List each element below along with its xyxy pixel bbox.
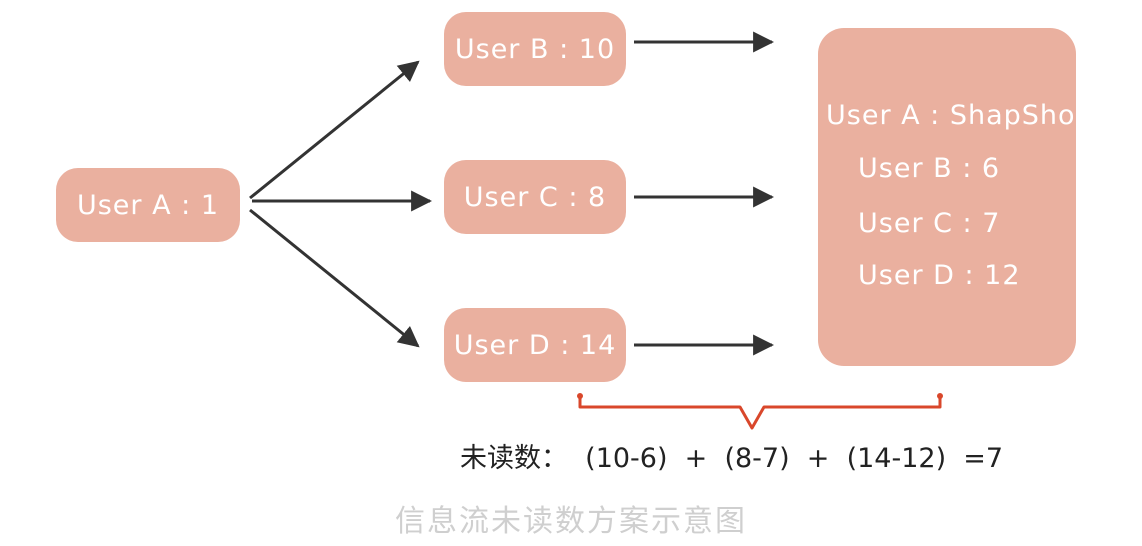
node-user-d: User D : 14 bbox=[444, 308, 626, 382]
node-user-b: User B : 10 bbox=[444, 12, 626, 86]
snapshot-line-user-c: User C : 7 bbox=[858, 208, 1001, 239]
arrow-a-to-b bbox=[249, 60, 420, 200]
unread-count-formula: 未读数： (10-6) + (8-7) + (14-12) =7 bbox=[460, 443, 1004, 474]
snapshot-title: User A : ShapShot bbox=[826, 100, 1088, 131]
snapshot-line-user-d: User D : 12 bbox=[858, 260, 1021, 291]
snapshot-line-user-b: User B : 6 bbox=[858, 153, 1001, 184]
brace-end-right bbox=[937, 393, 943, 399]
red-brace bbox=[578, 396, 942, 430]
arrow-a-to-d bbox=[249, 208, 420, 348]
node-user-c: User C : 8 bbox=[444, 160, 626, 234]
brace-end-left bbox=[577, 393, 583, 399]
diagram-caption: 信息流未读数方案示意图 bbox=[395, 504, 747, 539]
snapshot-box: User A : ShapShot User B : 6 User C : 7 … bbox=[818, 28, 1086, 366]
node-user-a: User A : 1 bbox=[56, 168, 240, 242]
